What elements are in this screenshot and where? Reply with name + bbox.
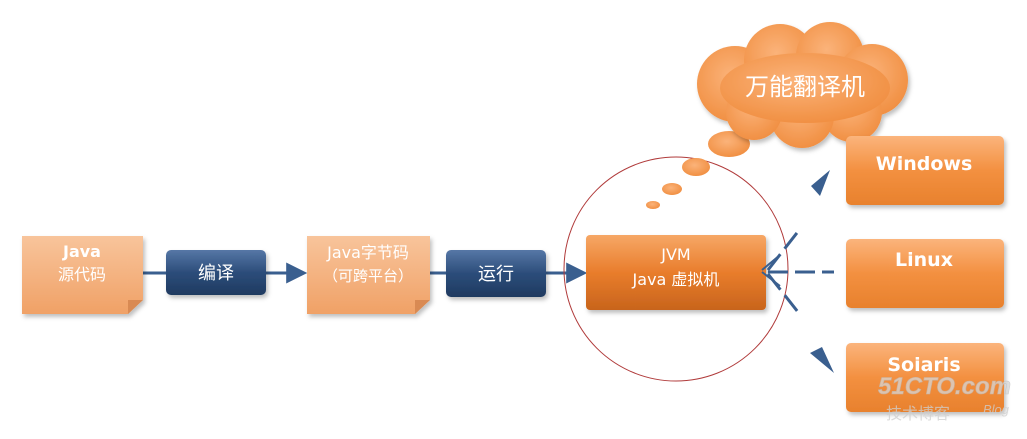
- watermark-brand: 51CTO.com: [878, 373, 1011, 400]
- watermark-blog: Blog: [983, 402, 1010, 417]
- source-note-line1: Java: [62, 242, 101, 261]
- bytecode-note-line2: （可跨平台）: [323, 267, 413, 285]
- os-label-solaris: Soiaris: [887, 354, 960, 376]
- cloud-label: 万能翻译机: [745, 73, 865, 101]
- bytecode-note: Java字节码 （可跨平台）: [307, 236, 430, 314]
- os-box-windows: Windows: [846, 136, 1004, 205]
- os-label-windows: Windows: [876, 153, 973, 175]
- watermark: 51CTO.com 技术博客 Blog: [878, 373, 1012, 423]
- thought-bubbles: [646, 131, 750, 209]
- watermark-sub: 技术博客: [886, 404, 950, 423]
- source-code-note: Java 源代码: [22, 236, 143, 314]
- jvm-box: JVM Java 虚拟机: [586, 235, 766, 310]
- compile-label: 编译: [198, 263, 234, 284]
- run-label: 运行: [478, 264, 514, 285]
- os-box-linux: Linux: [846, 239, 1004, 308]
- source-note-line2: 源代码: [58, 265, 106, 284]
- compile-box: 编译: [166, 250, 266, 295]
- os-label-linux: Linux: [895, 249, 953, 271]
- translator-cloud: 万能翻译机: [697, 22, 908, 148]
- jvm-line1: JVM: [660, 245, 690, 264]
- bytecode-note-line1: Java字节码: [326, 243, 409, 262]
- jvm-line2: Java 虚拟机: [632, 270, 720, 289]
- os-box-solaris: Soiaris: [846, 343, 1004, 412]
- run-box: 运行: [446, 250, 546, 297]
- jvm-scope-circle: [563, 156, 789, 382]
- os-connectors: [761, 170, 834, 373]
